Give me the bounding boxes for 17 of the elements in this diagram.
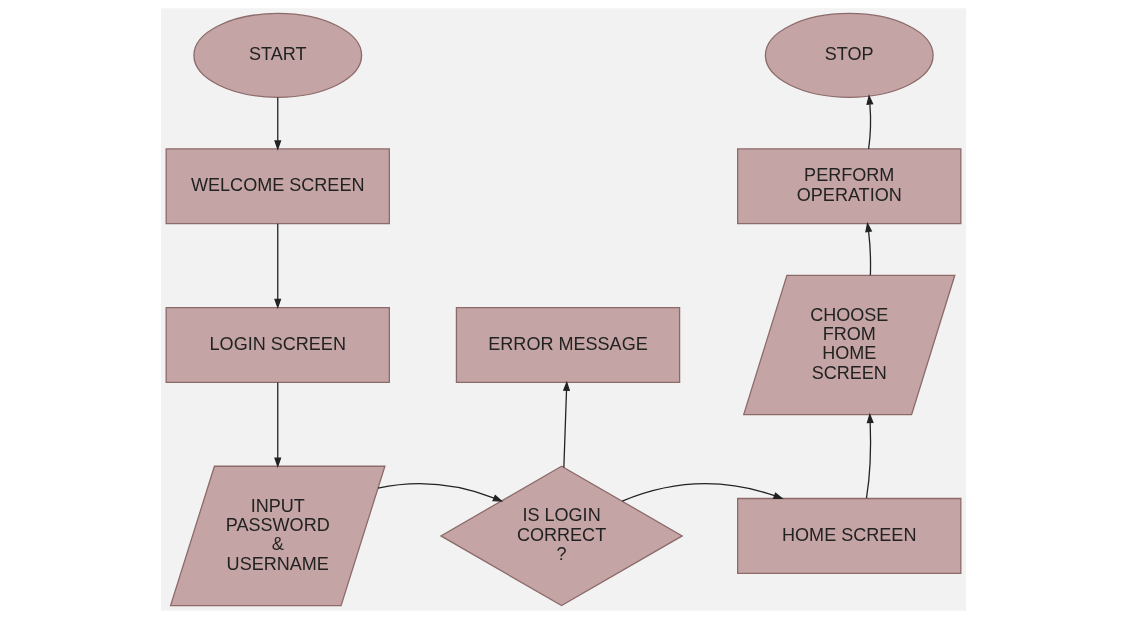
- arrow: [274, 223, 282, 310]
- arrow: [274, 96, 282, 151]
- node-box: HOME SCREEN: [737, 497, 962, 574]
- node-box: WELCOME SCREEN: [165, 148, 390, 225]
- node-box: LOGIN SCREEN: [165, 306, 390, 384]
- arrow: [377, 483, 504, 502]
- node-diamond: IS LOGIN CORRECT ?: [439, 465, 684, 607]
- node-box: ERROR MESSAGE: [455, 306, 681, 384]
- arrow: [274, 381, 282, 468]
- arrow: [866, 94, 874, 150]
- arrow: [865, 412, 874, 499]
- arrow: [562, 380, 571, 469]
- node-ellipse: START: [193, 12, 363, 98]
- node-ellipse: STOP: [764, 12, 934, 98]
- node-box: PERFORM OPERATION: [737, 148, 962, 225]
- arrow: [865, 221, 873, 276]
- arrow: [621, 483, 784, 502]
